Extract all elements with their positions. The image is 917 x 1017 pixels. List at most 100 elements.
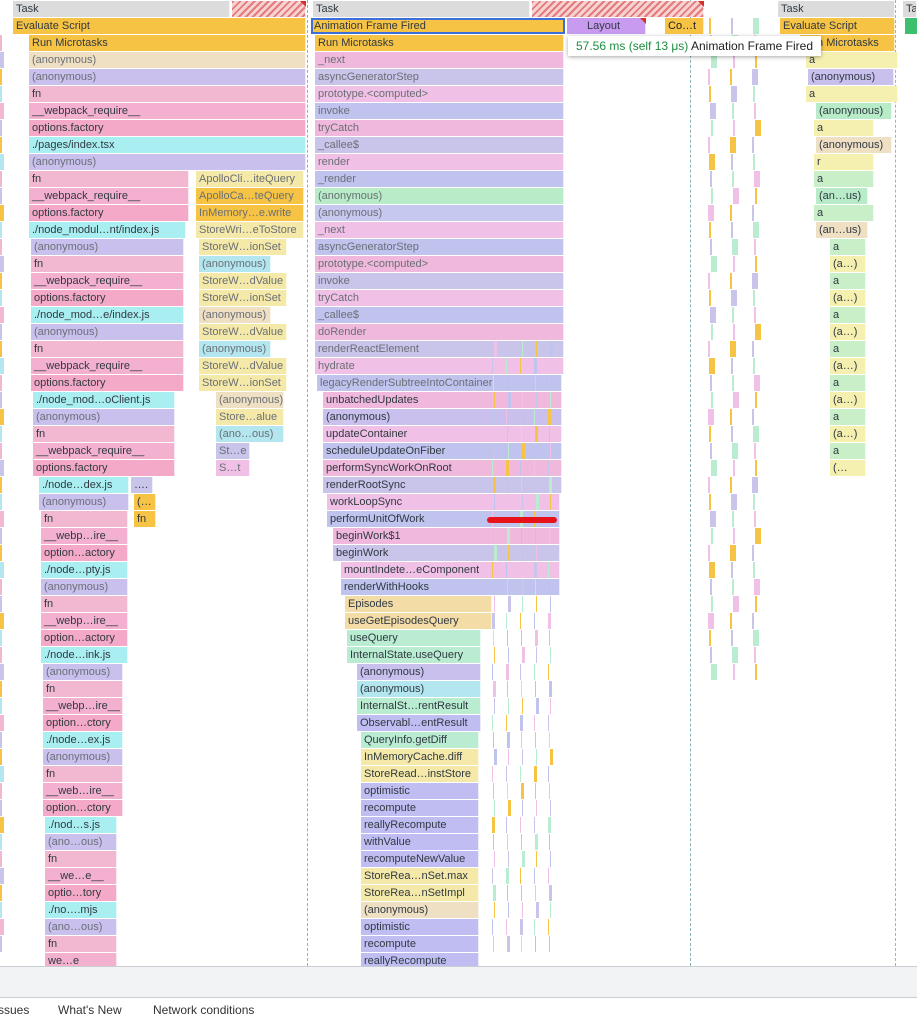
flame-event[interactable]: (anonymous) bbox=[816, 137, 892, 153]
flame-event[interactable]: StoreW…ionSet bbox=[199, 290, 287, 306]
flame-event[interactable]: Layout bbox=[567, 18, 646, 34]
flame-event[interactable]: invoke bbox=[315, 273, 564, 289]
flame-event[interactable]: reallyRecompute bbox=[361, 817, 479, 833]
flame-event[interactable]: StoreRea…nSetImpl bbox=[361, 885, 479, 901]
flame-event[interactable]: (an…us) bbox=[816, 222, 868, 238]
flame-event[interactable]: ./pages/index.tsx bbox=[29, 137, 306, 153]
flame-event[interactable]: fn bbox=[134, 511, 156, 527]
flame-event[interactable]: prototype.<computed> bbox=[315, 256, 564, 272]
tab-whats-new[interactable]: What's New bbox=[58, 1003, 122, 1017]
flame-event[interactable]: renderRootSync bbox=[323, 477, 562, 493]
flame-event[interactable]: beginWork$1 bbox=[333, 528, 560, 544]
flame-event[interactable]: a bbox=[830, 273, 866, 289]
flame-event[interactable]: ./node_modul…nt/index.js bbox=[29, 222, 186, 238]
flame-event[interactable]: (anonymous) bbox=[31, 324, 184, 340]
flame-event[interactable]: __webpack_require__ bbox=[31, 273, 184, 289]
flame-event[interactable]: a bbox=[830, 409, 866, 425]
flame-event[interactable]: Task bbox=[313, 1, 530, 17]
flame-event[interactable]: _render bbox=[315, 171, 564, 187]
flame-event[interactable]: StoreW…dValue bbox=[199, 324, 287, 340]
flame-event[interactable]: _next bbox=[315, 222, 564, 238]
flame-event[interactable]: (a…) bbox=[830, 358, 866, 374]
flame-event[interactable]: (… bbox=[134, 494, 156, 510]
flame-event[interactable]: asyncGeneratorStep bbox=[315, 239, 564, 255]
flame-event[interactable]: _next bbox=[315, 52, 564, 68]
flame-event[interactable]: Animation Frame Fired bbox=[311, 18, 565, 34]
flame-event[interactable]: a bbox=[806, 86, 898, 102]
flame-event[interactable]: optio…tory bbox=[45, 885, 117, 901]
flame-event[interactable]: (anonymous) bbox=[41, 579, 128, 595]
flame-event[interactable]: __webpack_require__ bbox=[31, 358, 184, 374]
flame-event[interactable]: (ano…ous) bbox=[216, 426, 284, 442]
flame-event[interactable]: __webpack_require__ bbox=[33, 443, 175, 459]
flame-event[interactable]: useQuery bbox=[347, 630, 481, 646]
flame-event[interactable]: Task bbox=[13, 1, 230, 17]
flame-event[interactable]: (ano…ous) bbox=[45, 919, 117, 935]
flame-event[interactable]: options.factory bbox=[31, 375, 184, 391]
flame-event[interactable]: (an…us) bbox=[816, 188, 868, 204]
flame-event[interactable]: (a…) bbox=[830, 426, 866, 442]
flame-event[interactable]: a bbox=[814, 171, 874, 187]
flame-event[interactable]: render bbox=[315, 154, 564, 170]
drawer-splitter[interactable] bbox=[0, 967, 917, 998]
flame-event[interactable]: option…actory bbox=[41, 630, 128, 646]
flame-event[interactable]: __webp…ire__ bbox=[41, 528, 128, 544]
flame-event[interactable]: Episodes bbox=[345, 596, 492, 612]
flame-event[interactable]: StoreW…dValue bbox=[199, 273, 287, 289]
flame-event[interactable]: mountIndete…eComponent bbox=[341, 562, 560, 578]
flame-event[interactable]: options.factory bbox=[33, 460, 175, 476]
flame-event[interactable]: recompute bbox=[361, 800, 479, 816]
flame-event[interactable]: (anonymous) bbox=[808, 69, 894, 85]
flame-event[interactable]: fn bbox=[45, 851, 117, 867]
flame-event[interactable]: (a…) bbox=[830, 392, 866, 408]
flame-event[interactable]: __webpack_require__ bbox=[29, 103, 306, 119]
flame-event[interactable]: (anonymous) bbox=[29, 69, 306, 85]
flame-event[interactable]: Evaluate Script bbox=[13, 18, 306, 34]
flame-event[interactable]: tryCatch bbox=[315, 290, 564, 306]
flame-event[interactable]: unbatchedUpdates bbox=[323, 392, 562, 408]
flame-event[interactable]: Run Microtasks bbox=[315, 35, 564, 51]
flame-event[interactable]: (anonymous) bbox=[39, 494, 129, 510]
flame-event[interactable]: a bbox=[830, 341, 866, 357]
flame-event[interactable]: r bbox=[814, 154, 874, 170]
flame-event[interactable]: useGetEpisodesQuery bbox=[345, 613, 492, 629]
flame-event[interactable]: performUnitOfWork bbox=[327, 511, 560, 527]
flame-event[interactable]: (anonymous) bbox=[33, 409, 175, 425]
flame-event[interactable]: ./node…ink.js bbox=[41, 647, 128, 663]
flame-event[interactable]: reallyRecompute bbox=[361, 953, 479, 966]
flame-event[interactable]: fn bbox=[41, 596, 128, 612]
flame-event[interactable]: options.factory bbox=[29, 120, 306, 136]
flame-event[interactable]: asyncGeneratorStep bbox=[315, 69, 564, 85]
flame-event[interactable]: Run Microtasks bbox=[800, 35, 895, 51]
flame-event[interactable]: StoreRea…nSet.max bbox=[361, 868, 479, 884]
flame-event[interactable]: beginWork bbox=[333, 545, 560, 561]
flame-event[interactable]: tryCatch bbox=[315, 120, 564, 136]
flame-event[interactable]: fn bbox=[45, 936, 117, 952]
flame-event[interactable]: we…e bbox=[45, 953, 117, 966]
flame-event[interactable]: fn bbox=[43, 681, 123, 697]
flame-event[interactable]: (ano…ous) bbox=[45, 834, 117, 850]
flame-event[interactable]: (a…) bbox=[830, 290, 866, 306]
flame-event[interactable]: ./nod…s.js bbox=[45, 817, 117, 833]
flame-event[interactable]: option…ctory bbox=[43, 800, 123, 816]
flame-event[interactable]: ./node_mod…e/index.js bbox=[31, 307, 184, 323]
flame-event[interactable]: StoreRead…instStore bbox=[361, 766, 479, 782]
flame-event[interactable]: InMemory…e.write bbox=[196, 205, 304, 221]
flame-event[interactable]: ApolloCa…teQuery bbox=[196, 188, 304, 204]
flame-event[interactable]: ApolloCli…iteQuery bbox=[196, 171, 304, 187]
flame-event[interactable]: ./node_mod…oClient.js bbox=[33, 392, 175, 408]
flame-event[interactable]: StoreW…ionSet bbox=[199, 239, 287, 255]
flame-event[interactable]: withValue bbox=[361, 834, 479, 850]
flame-event[interactable]: (anonymous) bbox=[199, 307, 271, 323]
flame-event[interactable]: (anonymous) bbox=[43, 749, 123, 765]
flame-event[interactable]: fn bbox=[31, 256, 184, 272]
flame-event[interactable]: recomputeNewValue bbox=[361, 851, 479, 867]
flame-event[interactable]: (anonymous) bbox=[816, 103, 892, 119]
flame-event[interactable]: ./node…pty.js bbox=[41, 562, 128, 578]
flame-event[interactable]: (anonymous) bbox=[31, 239, 184, 255]
flame-event[interactable]: (a…) bbox=[830, 256, 866, 272]
flame-event[interactable]: _callee$ bbox=[315, 137, 564, 153]
flame-event[interactable]: _callee$ bbox=[315, 307, 564, 323]
flame-event[interactable]: ./node…ex.js bbox=[43, 732, 123, 748]
